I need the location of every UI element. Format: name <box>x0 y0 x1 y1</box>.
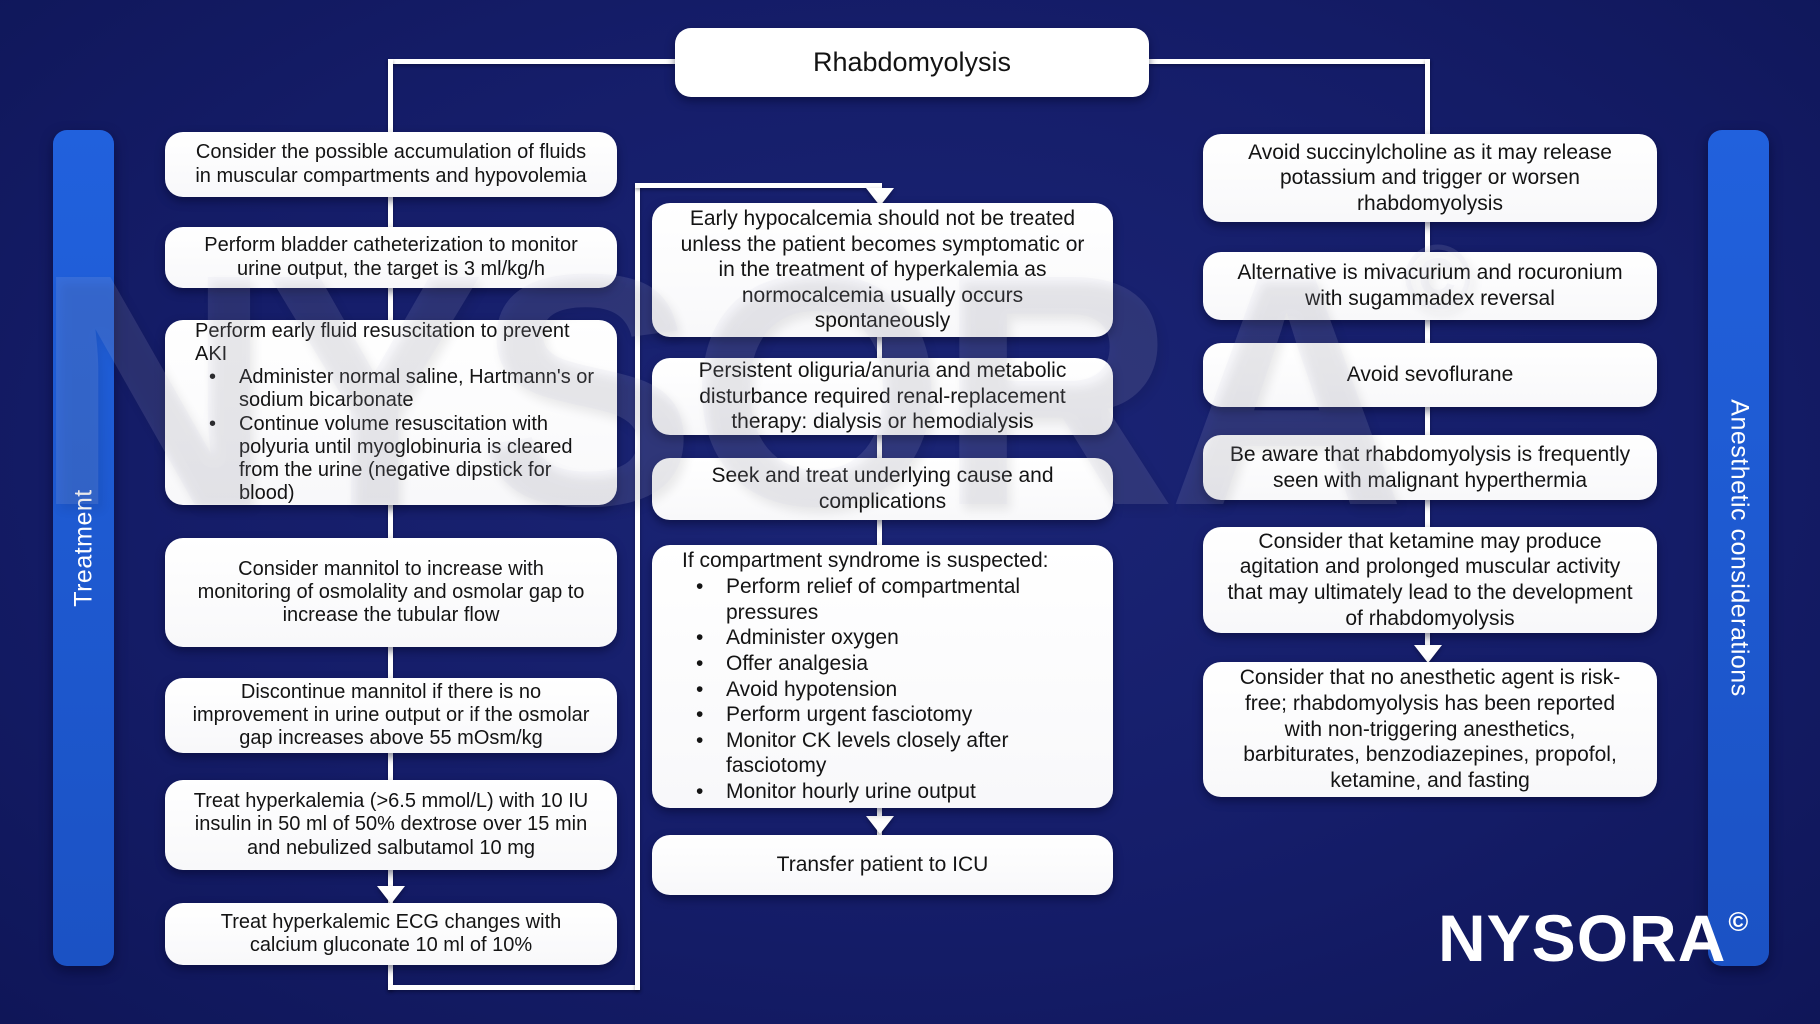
treatment-box-treat-hyperkalemia-text: Treat hyperkalemia (>6.5 mmol/L) with 10… <box>193 790 589 859</box>
treatment-box-consider-mannitol-text: Consider mannitol to increase with monit… <box>197 557 585 627</box>
treatment-box-bladder-catheterization-text: Perform bladder catheterization to monit… <box>204 234 578 280</box>
arrow-down-icon-into-hypocalcemia-box <box>866 188 894 206</box>
management-box-compartment-syndrome-text: If compartment syndrome is suspected: <box>682 549 1049 573</box>
copyright-icon: © <box>1728 907 1750 937</box>
connector-left-column-vertical <box>388 59 393 990</box>
bullet-item: Continue volume resuscitation with polyu… <box>195 413 599 506</box>
bullet-item: Monitor CK levels closely after fascioto… <box>682 728 1095 779</box>
treatment-box-fluid-accumulation-text: Consider the possible accumulation of fl… <box>195 141 587 187</box>
page-title: Rhabdomyolysis <box>675 28 1149 97</box>
management-box-compartment-syndrome-bullets: Perform relief of compartmental pressure… <box>682 574 1095 804</box>
anesthetic-box-alternative-relaxants: Alternative is mivacurium and rocuronium… <box>1203 252 1657 320</box>
management-box-transfer-icu: Transfer patient to ICU <box>652 835 1113 895</box>
sidebar-anesthetic-considerations-label: Anesthetic considerations <box>1725 399 1753 697</box>
nysora-logo: NYSORA© <box>1438 900 1750 976</box>
anesthetic-box-ketamine-agitation: Consider that ketamine may produce agita… <box>1203 527 1657 633</box>
sidebar-treatment-label: Treatment <box>69 489 97 607</box>
arrow-down-icon-into-icu-box <box>866 816 894 834</box>
anesthetic-box-avoid-sevoflurane: Avoid sevoflurane <box>1203 343 1657 407</box>
page-title-label: Rhabdomyolysis <box>812 47 1012 77</box>
management-box-compartment-syndrome: If compartment syndrome is suspected: Pe… <box>652 545 1113 808</box>
bullet-item: Offer analgesia <box>682 651 1095 677</box>
anesthetic-box-avoid-succinylcholine: Avoid succinylcholine as it may release … <box>1203 134 1657 222</box>
bullet-item: Perform urgent fasciotomy <box>682 702 1095 728</box>
sidebar-anesthetic-considerations: Anesthetic considerations <box>1708 130 1769 966</box>
bullet-item: Perform relief of compartmental pressure… <box>682 574 1095 625</box>
treatment-box-treat-hyperkalemia: Treat hyperkalemia (>6.5 mmol/L) with 10… <box>165 780 617 870</box>
anesthetic-box-malignant-hyperthermia: Be aware that rhabdomyolysis is frequent… <box>1203 435 1657 500</box>
management-box-early-hypocalcemia-text: Early hypocalcemia should not be treated… <box>680 206 1085 333</box>
anesthetic-box-ketamine-agitation-text: Consider that ketamine may produce agita… <box>1227 529 1633 630</box>
management-box-transfer-icu-text: Transfer patient to ICU <box>776 853 989 877</box>
treatment-box-fluid-resuscitation-text: Perform early fluid resuscitation to pre… <box>195 319 570 365</box>
connector-middle-feed-horizontal <box>635 183 882 188</box>
treatment-box-bladder-catheterization: Perform bladder catheterization to monit… <box>165 227 617 288</box>
management-box-seek-underlying-cause: Seek and treat underlying cause and comp… <box>652 458 1113 520</box>
treatment-box-consider-mannitol: Consider mannitol to increase with monit… <box>165 538 617 647</box>
bullet-item: Administer normal saline, Hartmann's or … <box>195 366 599 412</box>
management-box-early-hypocalcemia: Early hypocalcemia should not be treated… <box>652 203 1113 337</box>
connector-bottom-horizontal <box>388 985 640 990</box>
anesthetic-box-alternative-relaxants-text: Alternative is mivacurium and rocuronium… <box>1237 261 1623 310</box>
connector-title-to-right-column <box>1149 59 1430 64</box>
anesthetic-box-no-agent-risk-free-text: Consider that no anesthetic agent is ris… <box>1239 666 1621 792</box>
management-box-seek-underlying-cause-text: Seek and treat underlying cause and comp… <box>711 464 1054 513</box>
anesthetic-box-malignant-hyperthermia-text: Be aware that rhabdomyolysis is frequent… <box>1229 442 1631 492</box>
connector-title-to-left-column <box>388 59 675 64</box>
treatment-box-ecg-changes-text: Treat hyperkalemic ECG changes with calc… <box>220 910 562 956</box>
treatment-box-fluid-resuscitation: Perform early fluid resuscitation to pre… <box>165 320 617 505</box>
treatment-box-discontinue-mannitol-text: Discontinue mannitol if there is no impr… <box>192 680 590 750</box>
bullet-item: Avoid hypotension <box>682 677 1095 703</box>
arrow-down-icon-into-no-agent-box <box>1414 645 1442 663</box>
bullet-item: Monitor hourly urine output <box>682 779 1095 805</box>
anesthetic-box-avoid-succinylcholine-text: Avoid succinylcholine as it may release … <box>1248 140 1612 215</box>
anesthetic-box-avoid-sevoflurane-text: Avoid sevoflurane <box>1346 363 1514 387</box>
treatment-box-fluid-resuscitation-bullets: Administer normal saline, Hartmann's or … <box>195 366 599 505</box>
treatment-box-discontinue-mannitol: Discontinue mannitol if there is no impr… <box>165 678 617 753</box>
bullet-item: Administer oxygen <box>682 625 1095 651</box>
nysora-logo-text: NYSORA <box>1438 901 1727 975</box>
sidebar-treatment: Treatment <box>53 130 114 966</box>
management-box-persistent-oliguria-text: Persistent oliguria/anuria and metabolic… <box>698 359 1067 434</box>
anesthetic-box-no-agent-risk-free: Consider that no anesthetic agent is ris… <box>1203 662 1657 797</box>
connector-middle-feed-vertical <box>635 183 640 990</box>
treatment-box-fluid-accumulation: Consider the possible accumulation of fl… <box>165 132 617 197</box>
arrow-down-icon-into-ecg-box <box>377 886 405 904</box>
management-box-persistent-oliguria: Persistent oliguria/anuria and metabolic… <box>652 358 1113 435</box>
treatment-box-ecg-changes: Treat hyperkalemic ECG changes with calc… <box>165 903 617 965</box>
